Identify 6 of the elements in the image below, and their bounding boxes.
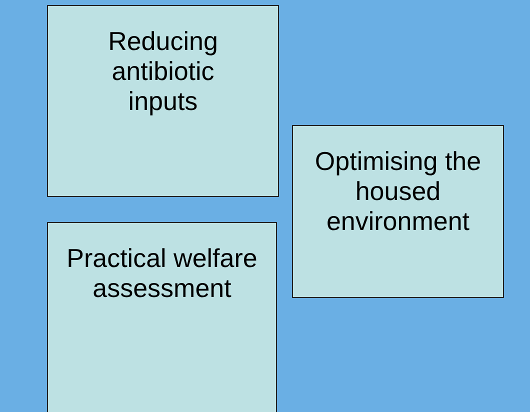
text-box	[47, 5, 279, 197]
text-box	[47, 222, 277, 412]
box-label: Reducing antibiotic inputs	[107, 26, 219, 116]
text-box	[292, 125, 504, 298]
box-label: Optimising the housed environment	[314, 146, 482, 236]
box-label: Practical welfare assessment	[66, 243, 258, 303]
